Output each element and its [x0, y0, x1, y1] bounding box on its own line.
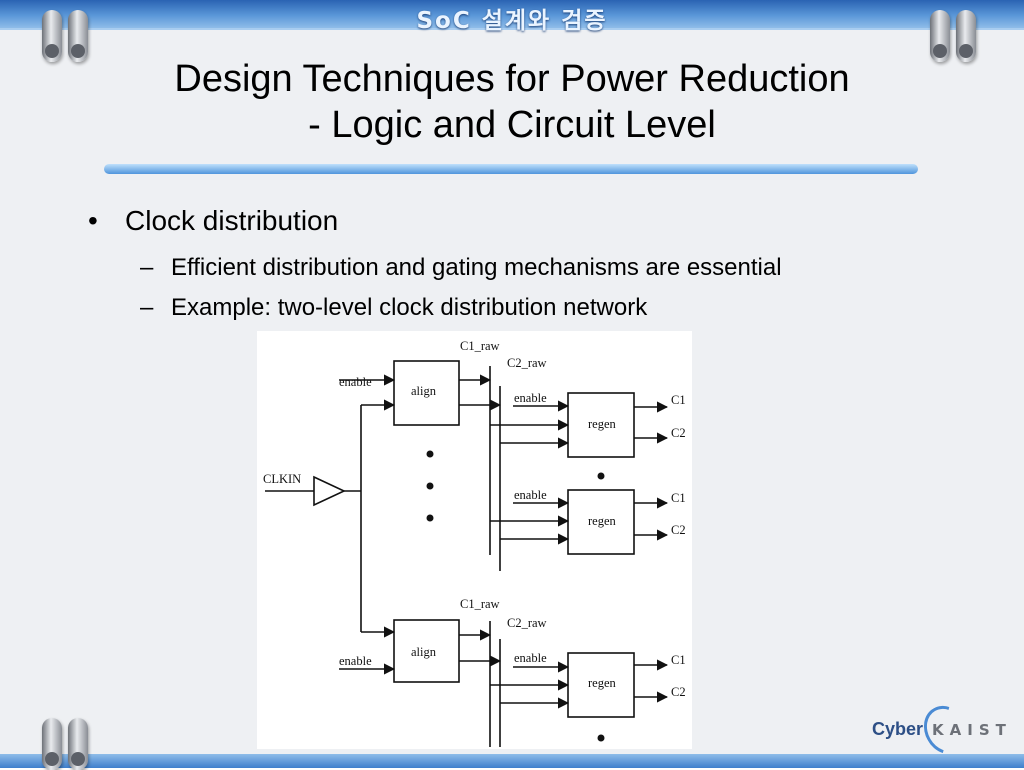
- bullet-marker: •: [88, 205, 98, 236]
- ellipsis-dot: [597, 734, 605, 742]
- enable-label-regen-2: enable: [514, 488, 547, 502]
- slide-title: Design Techniques for Power Reduction - …: [60, 56, 964, 148]
- sub-bullet-example: Example: two-level clock distribution ne…: [171, 294, 648, 321]
- c1-output-label-2: C1: [671, 491, 686, 505]
- binder-ring-icon: [68, 10, 88, 62]
- banner-title: SoC 설계와 검증: [416, 8, 608, 34]
- enable-label-regen-1: enable: [514, 391, 547, 405]
- c2-output-label-2: C2: [671, 523, 686, 537]
- align-block-bottom: [393, 619, 460, 683]
- binder-ring-icon: [68, 718, 88, 770]
- slide-title-line-1: Design Techniques for Power Reduction: [174, 58, 850, 100]
- c2-output-label-1: C2: [671, 426, 686, 440]
- binder-ring-icon: [930, 10, 950, 62]
- c2-raw-label-top: C2_raw: [507, 356, 547, 370]
- ellipsis-dot: [597, 472, 605, 480]
- logo-text-cyber: Cyber: [872, 719, 924, 739]
- align-block-top: [393, 360, 460, 426]
- binder-ring-icon: [42, 718, 62, 770]
- header-banner: SoC 설계와 검증: [0, 0, 1024, 34]
- bullet-clock-distribution: Clock distribution: [125, 205, 339, 236]
- ellipsis-dot: [426, 482, 434, 490]
- sub-bullet-marker: –: [140, 294, 154, 321]
- c2-raw-label-bottom: C2_raw: [507, 616, 547, 630]
- enable-label-align-top: enable: [339, 375, 372, 389]
- sub-bullet-efficient-distribution: Efficient distribution and gating mechan…: [171, 254, 782, 281]
- enable-label-regen-3: enable: [514, 651, 547, 665]
- slide-title-line-2: - Logic and Circuit Level: [308, 104, 716, 146]
- c2-output-label-3: C2: [671, 685, 686, 699]
- c1-raw-label-bottom: C1_raw: [460, 597, 500, 611]
- ellipsis-dot: [426, 450, 434, 458]
- align-label-top: align: [411, 384, 437, 398]
- regen-label-3: regen: [588, 676, 617, 690]
- c1-output-label-1: C1: [671, 393, 686, 407]
- sub-bullet-marker: –: [140, 254, 154, 281]
- clock-buffer-icon: [313, 475, 346, 507]
- clock-distribution-diagram: CLKIN align align regen regen regen enab…: [257, 331, 692, 749]
- footer-bar: [0, 754, 1024, 768]
- binder-ring-icon: [956, 10, 976, 62]
- clkin-label: CLKIN: [263, 472, 301, 486]
- binder-ring-icon: [42, 10, 62, 62]
- c1-output-label-3: C1: [671, 653, 686, 667]
- logo-text-kaist: KAIST: [932, 721, 1012, 739]
- enable-label-align-bottom: enable: [339, 654, 372, 668]
- regen-label-2: regen: [588, 514, 617, 528]
- regen-label-1: regen: [588, 417, 617, 431]
- title-divider: [104, 164, 918, 174]
- align-label-bottom: align: [411, 645, 437, 659]
- c1-raw-label-top: C1_raw: [460, 339, 500, 353]
- ellipsis-dot: [426, 514, 434, 522]
- cyber-kaist-logo: Cyber KAIST: [870, 697, 1006, 763]
